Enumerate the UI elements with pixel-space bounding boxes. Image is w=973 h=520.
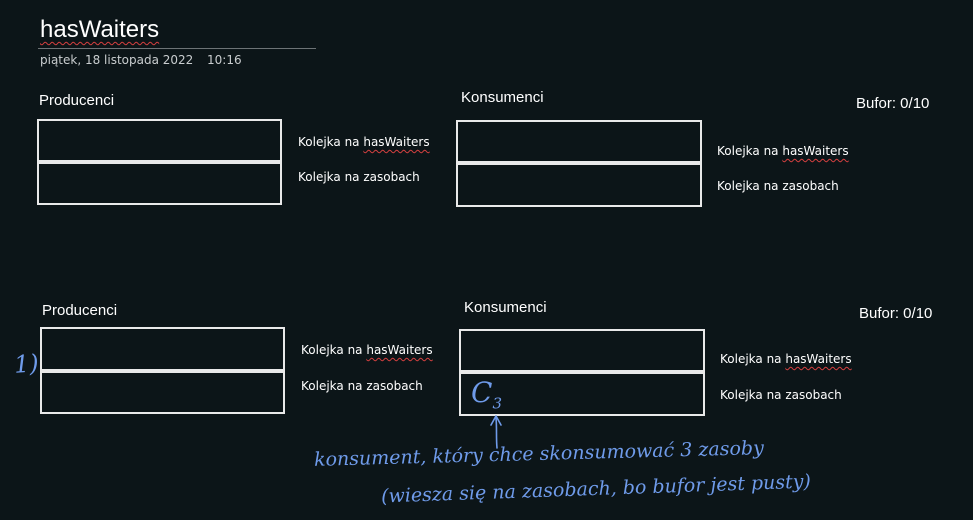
- consumers-heading: Konsumenci: [464, 299, 547, 316]
- queued-consumer-c3-handwritten: C3: [471, 376, 502, 413]
- producers-resources-queue-box: [37, 162, 282, 205]
- consumers-haswaiters-queue-label: Kolejka na hasWaiters: [720, 352, 852, 366]
- producers-resources-queue-label: Kolejka na zasobach: [301, 379, 423, 393]
- page-title: hasWaiters: [40, 16, 160, 43]
- consumers-resources-queue-box: [459, 372, 705, 416]
- producers-haswaiters-queue-box: [37, 119, 282, 162]
- producers-resources-queue-box: [40, 371, 285, 414]
- consumers-resources-queue-label: Kolejka na zasobach: [720, 388, 842, 402]
- consumers-haswaiters-queue-label: Kolejka na hasWaiters: [717, 144, 849, 158]
- page-date: piątek, 18 listopada 2022: [40, 53, 194, 67]
- page-time: 10:16: [207, 53, 242, 67]
- buffer-status: Bufor: 0/10: [859, 305, 933, 322]
- title-divider: [38, 48, 316, 49]
- producers-haswaiters-queue-label: Kolejka na hasWaiters: [301, 343, 433, 357]
- producers-haswaiters-queue-box: [40, 327, 285, 371]
- consumers-haswaiters-queue-box: [456, 120, 702, 163]
- consumers-haswaiters-queue-box: [459, 329, 705, 372]
- producers-heading: Producenci: [42, 302, 118, 319]
- consumers-resources-queue-box: [456, 163, 702, 207]
- producers-heading: Producenci: [39, 92, 115, 109]
- producers-haswaiters-queue-label: Kolejka na hasWaiters: [298, 135, 430, 149]
- consumers-resources-queue-label: Kolejka na zasobach: [717, 179, 839, 193]
- consumers-heading: Konsumenci: [461, 89, 544, 106]
- producers-resources-queue-label: Kolejka na zasobach: [298, 170, 420, 184]
- buffer-status: Bufor: 0/10: [856, 95, 930, 112]
